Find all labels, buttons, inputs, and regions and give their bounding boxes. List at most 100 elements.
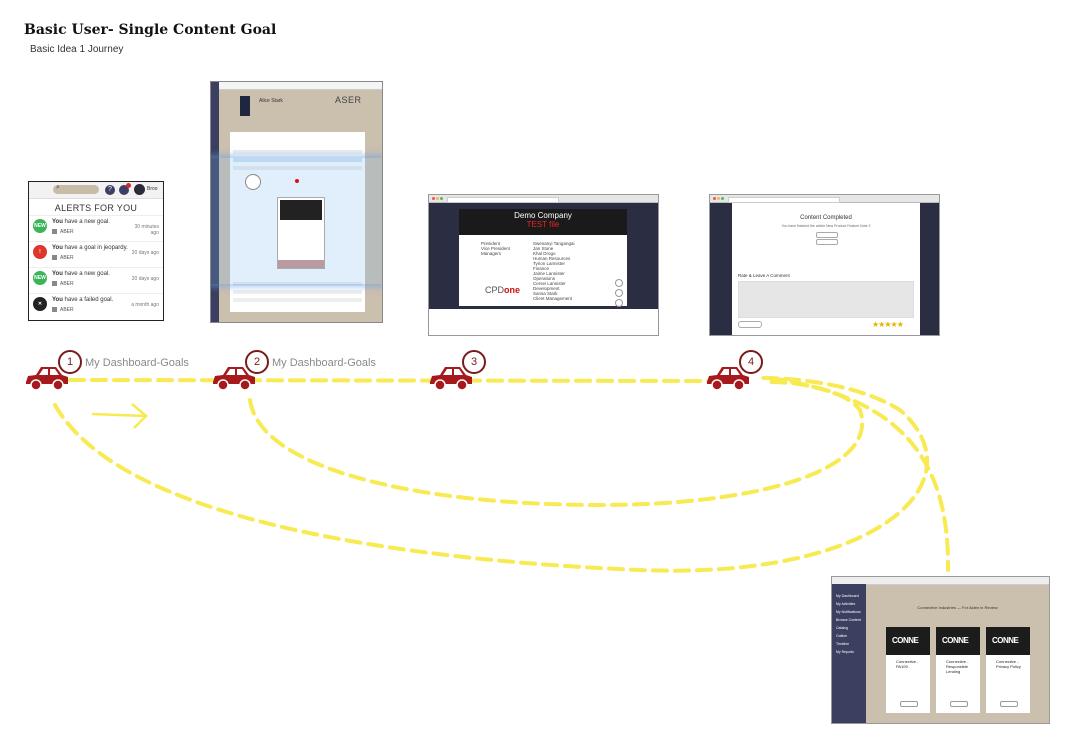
name-item: Khal Drogo <box>533 251 556 256</box>
alert-message: have a new goal. <box>62 219 110 225</box>
completed-screenshot: Content Completed You have finished the … <box>709 194 940 336</box>
name-item: Tyrion Lannister <box>533 261 566 266</box>
content-card[interactable]: CONNE Connective - PA109 <box>886 627 930 713</box>
goal-row[interactable] <box>233 150 362 154</box>
goal-row[interactable] <box>233 158 362 162</box>
alerts-heading: ALERTS FOR YOU <box>54 203 138 213</box>
sidebar-item[interactable]: My Notifications <box>836 610 861 614</box>
goal-row[interactable] <box>233 298 362 302</box>
path-to-final <box>768 376 951 572</box>
zoom-in-button[interactable] <box>615 279 623 287</box>
browse-content-screenshot: My Dashboard My Activities My Notification… <box>831 576 1050 724</box>
action-strip <box>429 309 658 335</box>
profile-name: Alice Stark <box>259 98 283 104</box>
card-title: Connective - Responsible Lending <box>946 659 969 674</box>
star-rating[interactable]: ★★★★★ <box>872 320 904 329</box>
alert-badge: ✕ <box>33 297 47 311</box>
step-number: 4 <box>739 350 763 374</box>
car-icon <box>430 367 472 391</box>
sidebar-item[interactable]: Catalog <box>836 626 849 630</box>
sidebar-item[interactable]: My Activities <box>836 602 856 606</box>
name-item: Finance <box>533 266 550 271</box>
fit-button[interactable] <box>615 299 623 307</box>
thumbnail-image <box>280 200 322 220</box>
source-icon <box>52 255 57 261</box>
avatar[interactable] <box>134 184 145 195</box>
role-item: President <box>481 241 501 246</box>
url-bar[interactable] <box>728 196 840 203</box>
browser-bar <box>832 577 1049 585</box>
car-icon <box>213 367 255 391</box>
goal-row[interactable] <box>233 290 362 294</box>
alert-time: a month ago <box>131 302 159 308</box>
alert-badge: NEW <box>33 219 47 233</box>
goal-row[interactable] <box>233 166 362 170</box>
notification-icon[interactable] <box>119 185 129 195</box>
source-icon <box>52 307 57 313</box>
logo-prefix: CPD <box>485 285 505 295</box>
continue-button[interactable] <box>816 232 838 238</box>
alert-subject: You <box>52 297 63 303</box>
step-label: My Dashboard-Goals <box>85 357 189 369</box>
alert-message: have a new goal. <box>62 271 110 277</box>
card-title: Connective - PA109 <box>896 659 919 669</box>
browser-bar <box>429 195 658 203</box>
alert-message: have a failed goal. <box>62 297 114 303</box>
post-comment-button[interactable] <box>738 321 762 328</box>
name-item: Human Resources <box>533 256 571 261</box>
completed-heading: Content Completed <box>800 215 852 221</box>
card-image-text: CONNE <box>942 636 969 645</box>
card-button[interactable] <box>950 701 968 707</box>
sidebar <box>211 82 219 322</box>
search-input[interactable]: ⌕ <box>53 184 99 194</box>
url-bar[interactable] <box>447 196 559 203</box>
sidebar-item[interactable]: My Dashboard <box>836 594 859 598</box>
card-button[interactable] <box>900 701 918 707</box>
alert-subject: You <box>52 219 63 225</box>
alert-source: ABER <box>52 229 74 235</box>
goal-row[interactable] <box>233 282 362 286</box>
close-button[interactable] <box>816 239 838 245</box>
card-image: CONNE <box>936 627 980 655</box>
path-loop-inner <box>248 380 865 508</box>
card-image-text: CONNE <box>892 636 919 645</box>
content-card[interactable]: CONNE Connective - Responsible Lending <box>936 627 980 713</box>
zoom-out-button[interactable] <box>615 289 623 297</box>
sidebar-item[interactable]: Timeline <box>836 642 850 646</box>
alert-subject: You <box>52 245 63 251</box>
name-item: Sansa Stark <box>533 291 558 296</box>
role-item: Vice President <box>481 246 510 251</box>
content-thumbnail[interactable] <box>277 197 325 269</box>
card-image-text: CONNE <box>992 636 1019 645</box>
alert-source: ABER <box>52 255 74 261</box>
alert-item[interactable]: ✕ You have a failed goal. ABER a month ago <box>29 293 163 319</box>
name-item: Development <box>533 286 560 291</box>
cpdone-logo: CPDone <box>485 285 520 295</box>
sidebar-item[interactable]: My Reports <box>836 650 854 654</box>
name-item: Jaime Lannister <box>533 271 565 276</box>
step-number: 1 <box>58 350 82 374</box>
step-label: My Dashboard-Goals <box>272 357 376 369</box>
alert-text: You have a goal in jeopardy. <box>52 245 128 251</box>
step-number: 2 <box>245 350 269 374</box>
comment-input[interactable] <box>738 281 914 318</box>
sidebar-item[interactable]: Outline <box>836 634 848 638</box>
alert-source: ABER <box>52 307 74 313</box>
card-button[interactable] <box>1000 701 1018 707</box>
user-name[interactable]: Broo <box>147 186 158 192</box>
name-item: Jan Stone <box>533 246 554 251</box>
help-icon[interactable]: ? <box>105 185 115 195</box>
step-number: 3 <box>462 350 486 374</box>
name-item: Client Management <box>533 296 573 301</box>
sidebar-item[interactable]: Browse Content <box>836 618 861 622</box>
